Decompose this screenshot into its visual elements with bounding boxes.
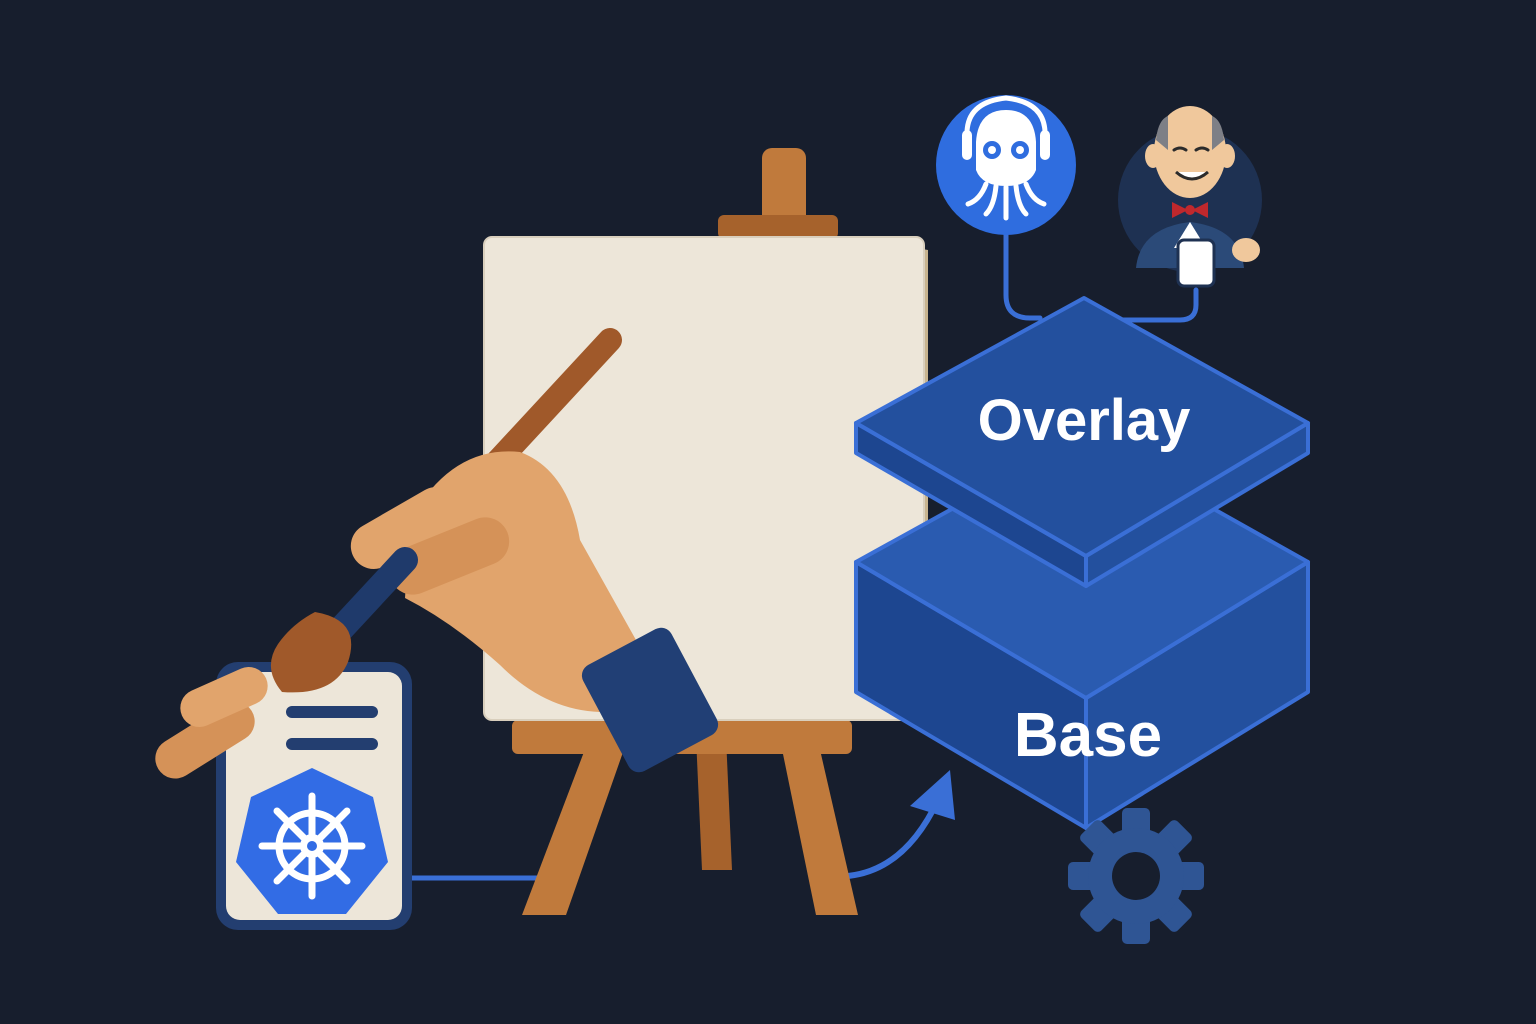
layer-stack: Base Overlay — [854, 296, 1310, 830]
overlay-layer: Overlay — [854, 296, 1310, 588]
overlay-label: Overlay — [978, 388, 1191, 453]
connector-argo-to-overlay — [1003, 232, 1043, 321]
sleeve-cuff — [581, 627, 719, 773]
kubernetes-helm-wheel-icon — [236, 768, 388, 914]
argo-octopus-icon — [936, 95, 1076, 235]
connector-jenkins-to-overlay — [1107, 287, 1199, 323]
gear-icon — [1068, 808, 1204, 944]
base-label: Base — [1014, 701, 1162, 770]
hand-with-paintbrush-icon — [155, 328, 719, 779]
kubernetes-manifest-document-icon — [216, 662, 412, 930]
arrow-icon — [845, 770, 955, 879]
jenkins-butler-icon — [1118, 106, 1262, 288]
connector-lines — [409, 232, 1199, 881]
